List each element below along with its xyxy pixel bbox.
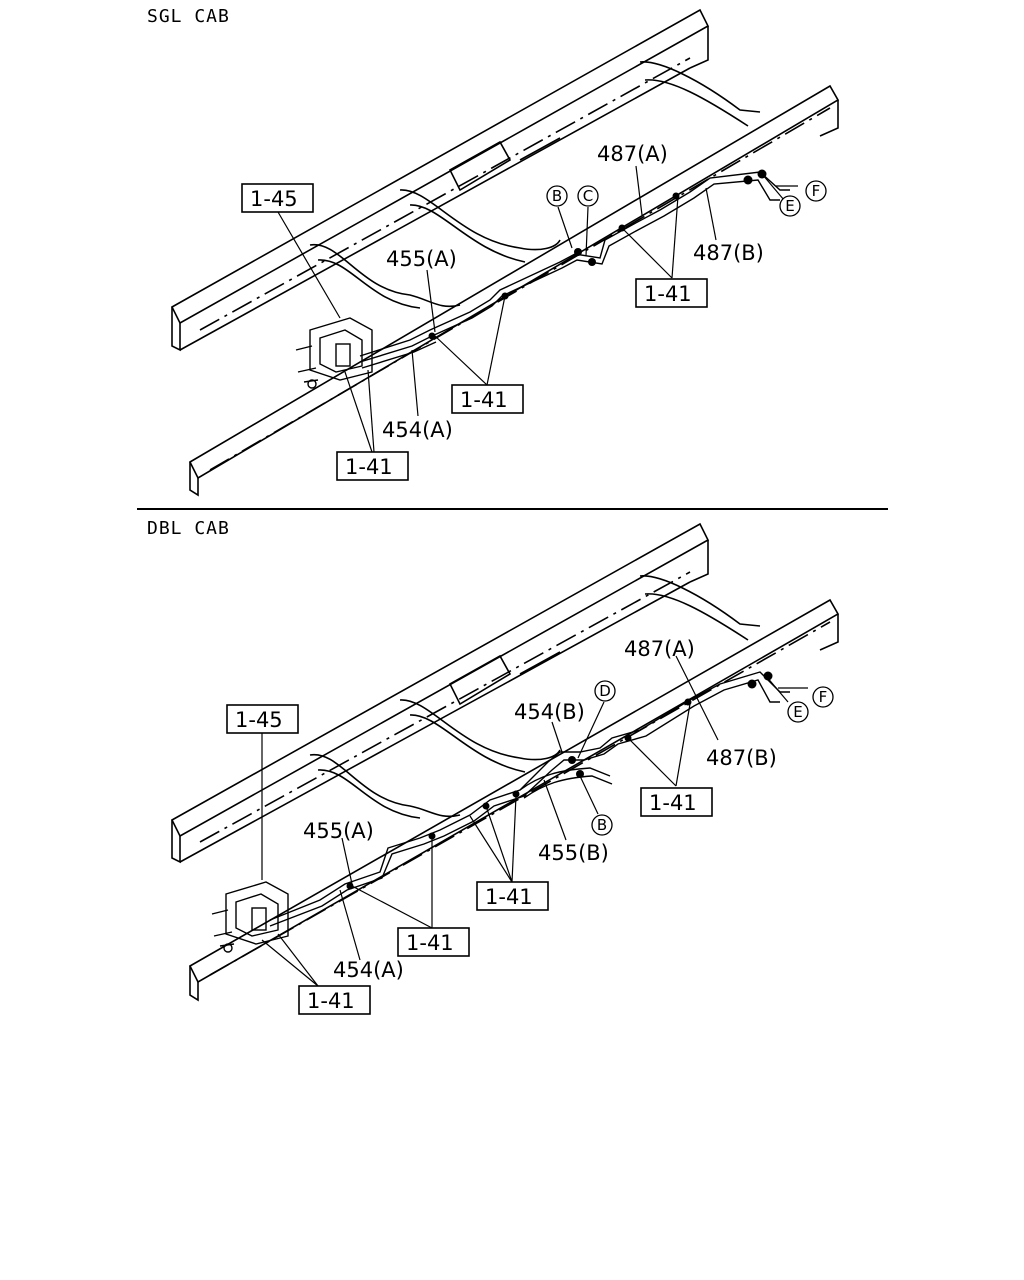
marker-b-label: B	[597, 816, 607, 834]
callout-1-41-label: 1-41	[649, 791, 697, 815]
sgl-cab-frame	[170, 8, 840, 497]
section-title-sgl-cab: SGL CAB	[147, 6, 230, 27]
sgl-cab-abs-unit	[295, 317, 373, 389]
sgl-cab-marker-b: B	[546, 185, 568, 207]
dbl-cab-pipes	[269, 671, 790, 927]
part-label-487b: 487(B)	[693, 241, 764, 265]
dbl-cab-callout-1-41-a: 1-41	[397, 927, 470, 957]
marker-d-label: D	[599, 682, 611, 700]
dbl-cab-clips	[346, 671, 773, 890]
dbl-cab-callout-1-41-b: 1-41	[298, 985, 371, 1015]
sgl-cab-pipes	[359, 171, 790, 369]
callout-1-41-label: 1-41	[307, 989, 355, 1013]
dbl-cab-marker-d: D	[594, 680, 616, 702]
marker-f-label: F	[819, 688, 828, 706]
callout-1-41-label: 1-41	[485, 885, 533, 909]
sgl-cab-marker-f: F	[805, 180, 827, 202]
dbl-cab-leaders	[261, 655, 808, 987]
marker-e-label: E	[793, 703, 802, 721]
callout-1-41-label: 1-41	[406, 931, 454, 955]
dbl-cab-marker-b: B	[591, 814, 613, 836]
section-divider	[137, 508, 888, 510]
sgl-cab-marker-e: E	[779, 195, 801, 217]
callout-1-41-label: 1-41	[345, 455, 393, 479]
part-label-455a: 455(A)	[386, 247, 457, 271]
callout-1-45-label: 1-45	[235, 708, 283, 732]
part-label-454a: 454(A)	[333, 958, 404, 982]
part-label-487b: 487(B)	[706, 746, 777, 770]
part-label-455a: 455(A)	[303, 819, 374, 843]
part-label-487a: 487(A)	[597, 142, 668, 166]
dbl-cab-callout-1-41-c: 1-41	[476, 881, 549, 911]
dbl-cab-callout-1-45: 1-45	[226, 704, 299, 734]
part-label-454a: 454(A)	[382, 418, 453, 442]
callout-1-41-label: 1-41	[644, 282, 692, 306]
dbl-cab-abs-unit	[211, 881, 289, 953]
part-label-487a: 487(A)	[624, 637, 695, 661]
section-title-dbl-cab: DBL CAB	[147, 518, 230, 539]
marker-c-label: C	[583, 187, 593, 205]
callout-1-45-label: 1-45	[250, 187, 298, 211]
sgl-cab-marker-c: C	[577, 185, 599, 207]
dbl-cab-marker-e: E	[787, 701, 809, 723]
dbl-cab-marker-f: F	[812, 686, 834, 708]
dbl-cab-frame	[170, 522, 840, 1002]
sgl-cab-callout-1-41-a: 1-41	[451, 384, 524, 414]
part-label-454b: 454(B)	[514, 700, 585, 724]
sgl-cab-callout-1-41-c: 1-41	[635, 278, 708, 308]
dbl-cab-callout-1-41-d: 1-41	[640, 787, 713, 817]
marker-e-label: E	[785, 197, 794, 215]
callout-1-41-label: 1-41	[460, 388, 508, 412]
marker-b-label: B	[552, 187, 562, 205]
sgl-cab-leaders	[277, 165, 798, 453]
sgl-cab-callout-1-41-b: 1-41	[336, 451, 409, 481]
part-label-455b: 455(B)	[538, 841, 609, 865]
sgl-cab-callout-1-45: 1-45	[241, 183, 314, 213]
marker-f-label: F	[812, 182, 821, 200]
